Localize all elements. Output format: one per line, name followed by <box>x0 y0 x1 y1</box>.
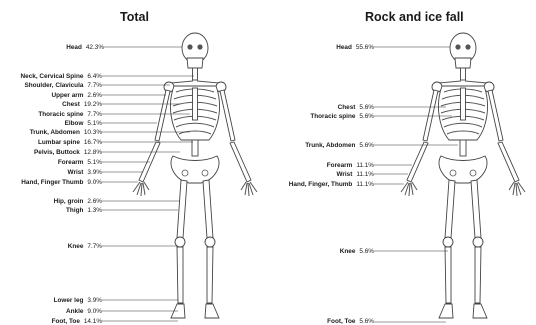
skeleton-rock-ice <box>401 33 525 318</box>
